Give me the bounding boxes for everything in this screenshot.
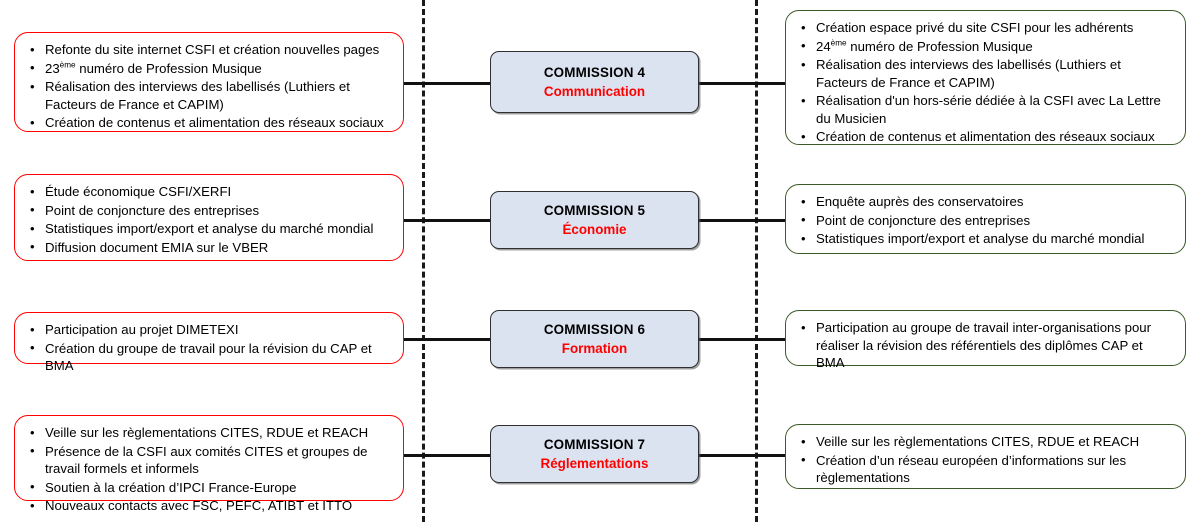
list-item: Étude économique CSFI/XERFI bbox=[30, 183, 389, 201]
list-item: Soutien à la création d’IPCI France-Euro… bbox=[30, 478, 389, 497]
bullet-list: Enquête auprès des conservatoires Point … bbox=[790, 193, 1175, 248]
commission-name: Formation bbox=[561, 341, 628, 356]
list-item: Réalisation des interviews des labellisé… bbox=[30, 78, 389, 113]
outcomes-box-commission-5: Enquête auprès des conservatoires Point … bbox=[785, 184, 1186, 254]
list-item: Présence de la CSFI aux comités CITES et… bbox=[30, 442, 389, 478]
list-item: Nouveaux contacts avec FSC, PEFC, ATIBT … bbox=[30, 497, 389, 515]
list-item: Statistiques import/export et analyse du… bbox=[801, 230, 1171, 248]
commission-number: COMMISSION 5 bbox=[543, 203, 646, 218]
actions-box-commission-6: Participation au projet DIMETEXI Créatio… bbox=[14, 312, 404, 373]
bullet-list: Refonte du site internet CSFI et créatio… bbox=[19, 41, 393, 132]
bullet-list: Étude économique CSFI/XERFI Point de con… bbox=[19, 183, 393, 256]
actions-box-commission-7: Veille sur les règlementations CITES, RD… bbox=[14, 415, 404, 514]
bullet-list: Participation au groupe de travail inter… bbox=[790, 319, 1175, 372]
commission-name: Réglementations bbox=[540, 456, 649, 471]
connector-left-5 bbox=[404, 219, 494, 222]
list-item: Réalisation d'un hors-série dédiée à la … bbox=[801, 92, 1171, 127]
outcomes-box-commission-4: Création espace privé du site CSFI pour … bbox=[785, 10, 1186, 145]
list-item: Réalisation des interviews des labellisé… bbox=[801, 56, 1171, 91]
outcomes-box-commission-7: Veille sur les règlementations CITES, RD… bbox=[785, 424, 1186, 489]
list-item: Statistiques import/export et analyse du… bbox=[30, 220, 389, 238]
connector-right-4 bbox=[697, 82, 787, 85]
connector-right-5 bbox=[697, 219, 787, 222]
bullet-list: Participation au projet DIMETEXI Créatio… bbox=[19, 321, 393, 375]
commission-name: Économie bbox=[562, 222, 627, 237]
outcomes-box-commission-6: Participation au groupe de travail inter… bbox=[785, 310, 1186, 370]
bullet-list: Veille sur les règlementations CITES, RD… bbox=[790, 433, 1175, 487]
list-item: Création d’un réseau européen d’informat… bbox=[801, 451, 1171, 487]
list-item: Enquête auprès des conservatoires bbox=[801, 193, 1171, 211]
connector-right-7 bbox=[697, 454, 787, 457]
commission-number: COMMISSION 4 bbox=[543, 65, 646, 80]
bullet-list: Veille sur les règlementations CITES, RD… bbox=[19, 424, 393, 515]
commission-box-4[interactable]: COMMISSION 4 Communication bbox=[490, 51, 699, 113]
connector-left-7 bbox=[404, 454, 494, 457]
list-item: Refonte du site internet CSFI et créatio… bbox=[30, 41, 389, 59]
list-item: Création espace privé du site CSFI pour … bbox=[801, 19, 1171, 37]
commission-box-6[interactable]: COMMISSION 6 Formation bbox=[490, 310, 699, 368]
commission-name: Communication bbox=[543, 84, 646, 99]
divider-left-dashed bbox=[422, 0, 425, 522]
list-item: 24ème numéro de Profession Musique bbox=[801, 37, 1171, 56]
connector-left-4 bbox=[404, 82, 494, 85]
actions-box-commission-4: Refonte du site internet CSFI et créatio… bbox=[14, 32, 404, 132]
bullet-list: Création espace privé du site CSFI pour … bbox=[790, 19, 1175, 146]
list-item: 23ème numéro de Profession Musique bbox=[30, 59, 389, 78]
list-item: Diffusion document EMIA sur le VBER bbox=[30, 238, 389, 257]
divider-right-dashed bbox=[755, 0, 758, 522]
list-item: Point de conjoncture des entreprises bbox=[30, 201, 389, 220]
list-item: Veille sur les règlementations CITES, RD… bbox=[30, 424, 389, 442]
list-item: Participation au projet DIMETEXI bbox=[30, 321, 389, 339]
commission-box-7[interactable]: COMMISSION 7 Réglementations bbox=[490, 425, 699, 483]
actions-box-commission-5: Étude économique CSFI/XERFI Point de con… bbox=[14, 174, 404, 261]
list-item: Création du groupe de travail pour la ré… bbox=[30, 339, 389, 375]
list-item: Création de contenus et alimentation des… bbox=[30, 114, 389, 132]
commission-number: COMMISSION 6 bbox=[543, 322, 646, 337]
commission-box-5[interactable]: COMMISSION 5 Économie bbox=[490, 191, 699, 249]
list-item: Veille sur les règlementations CITES, RD… bbox=[801, 433, 1171, 451]
list-item: Création de contenus et alimentation des… bbox=[801, 128, 1171, 146]
list-item: Point de conjoncture des entreprises bbox=[801, 211, 1171, 230]
connector-left-6 bbox=[404, 338, 494, 341]
list-item: Participation au groupe de travail inter… bbox=[801, 319, 1171, 372]
connector-right-6 bbox=[697, 338, 787, 341]
commission-number: COMMISSION 7 bbox=[543, 437, 646, 452]
